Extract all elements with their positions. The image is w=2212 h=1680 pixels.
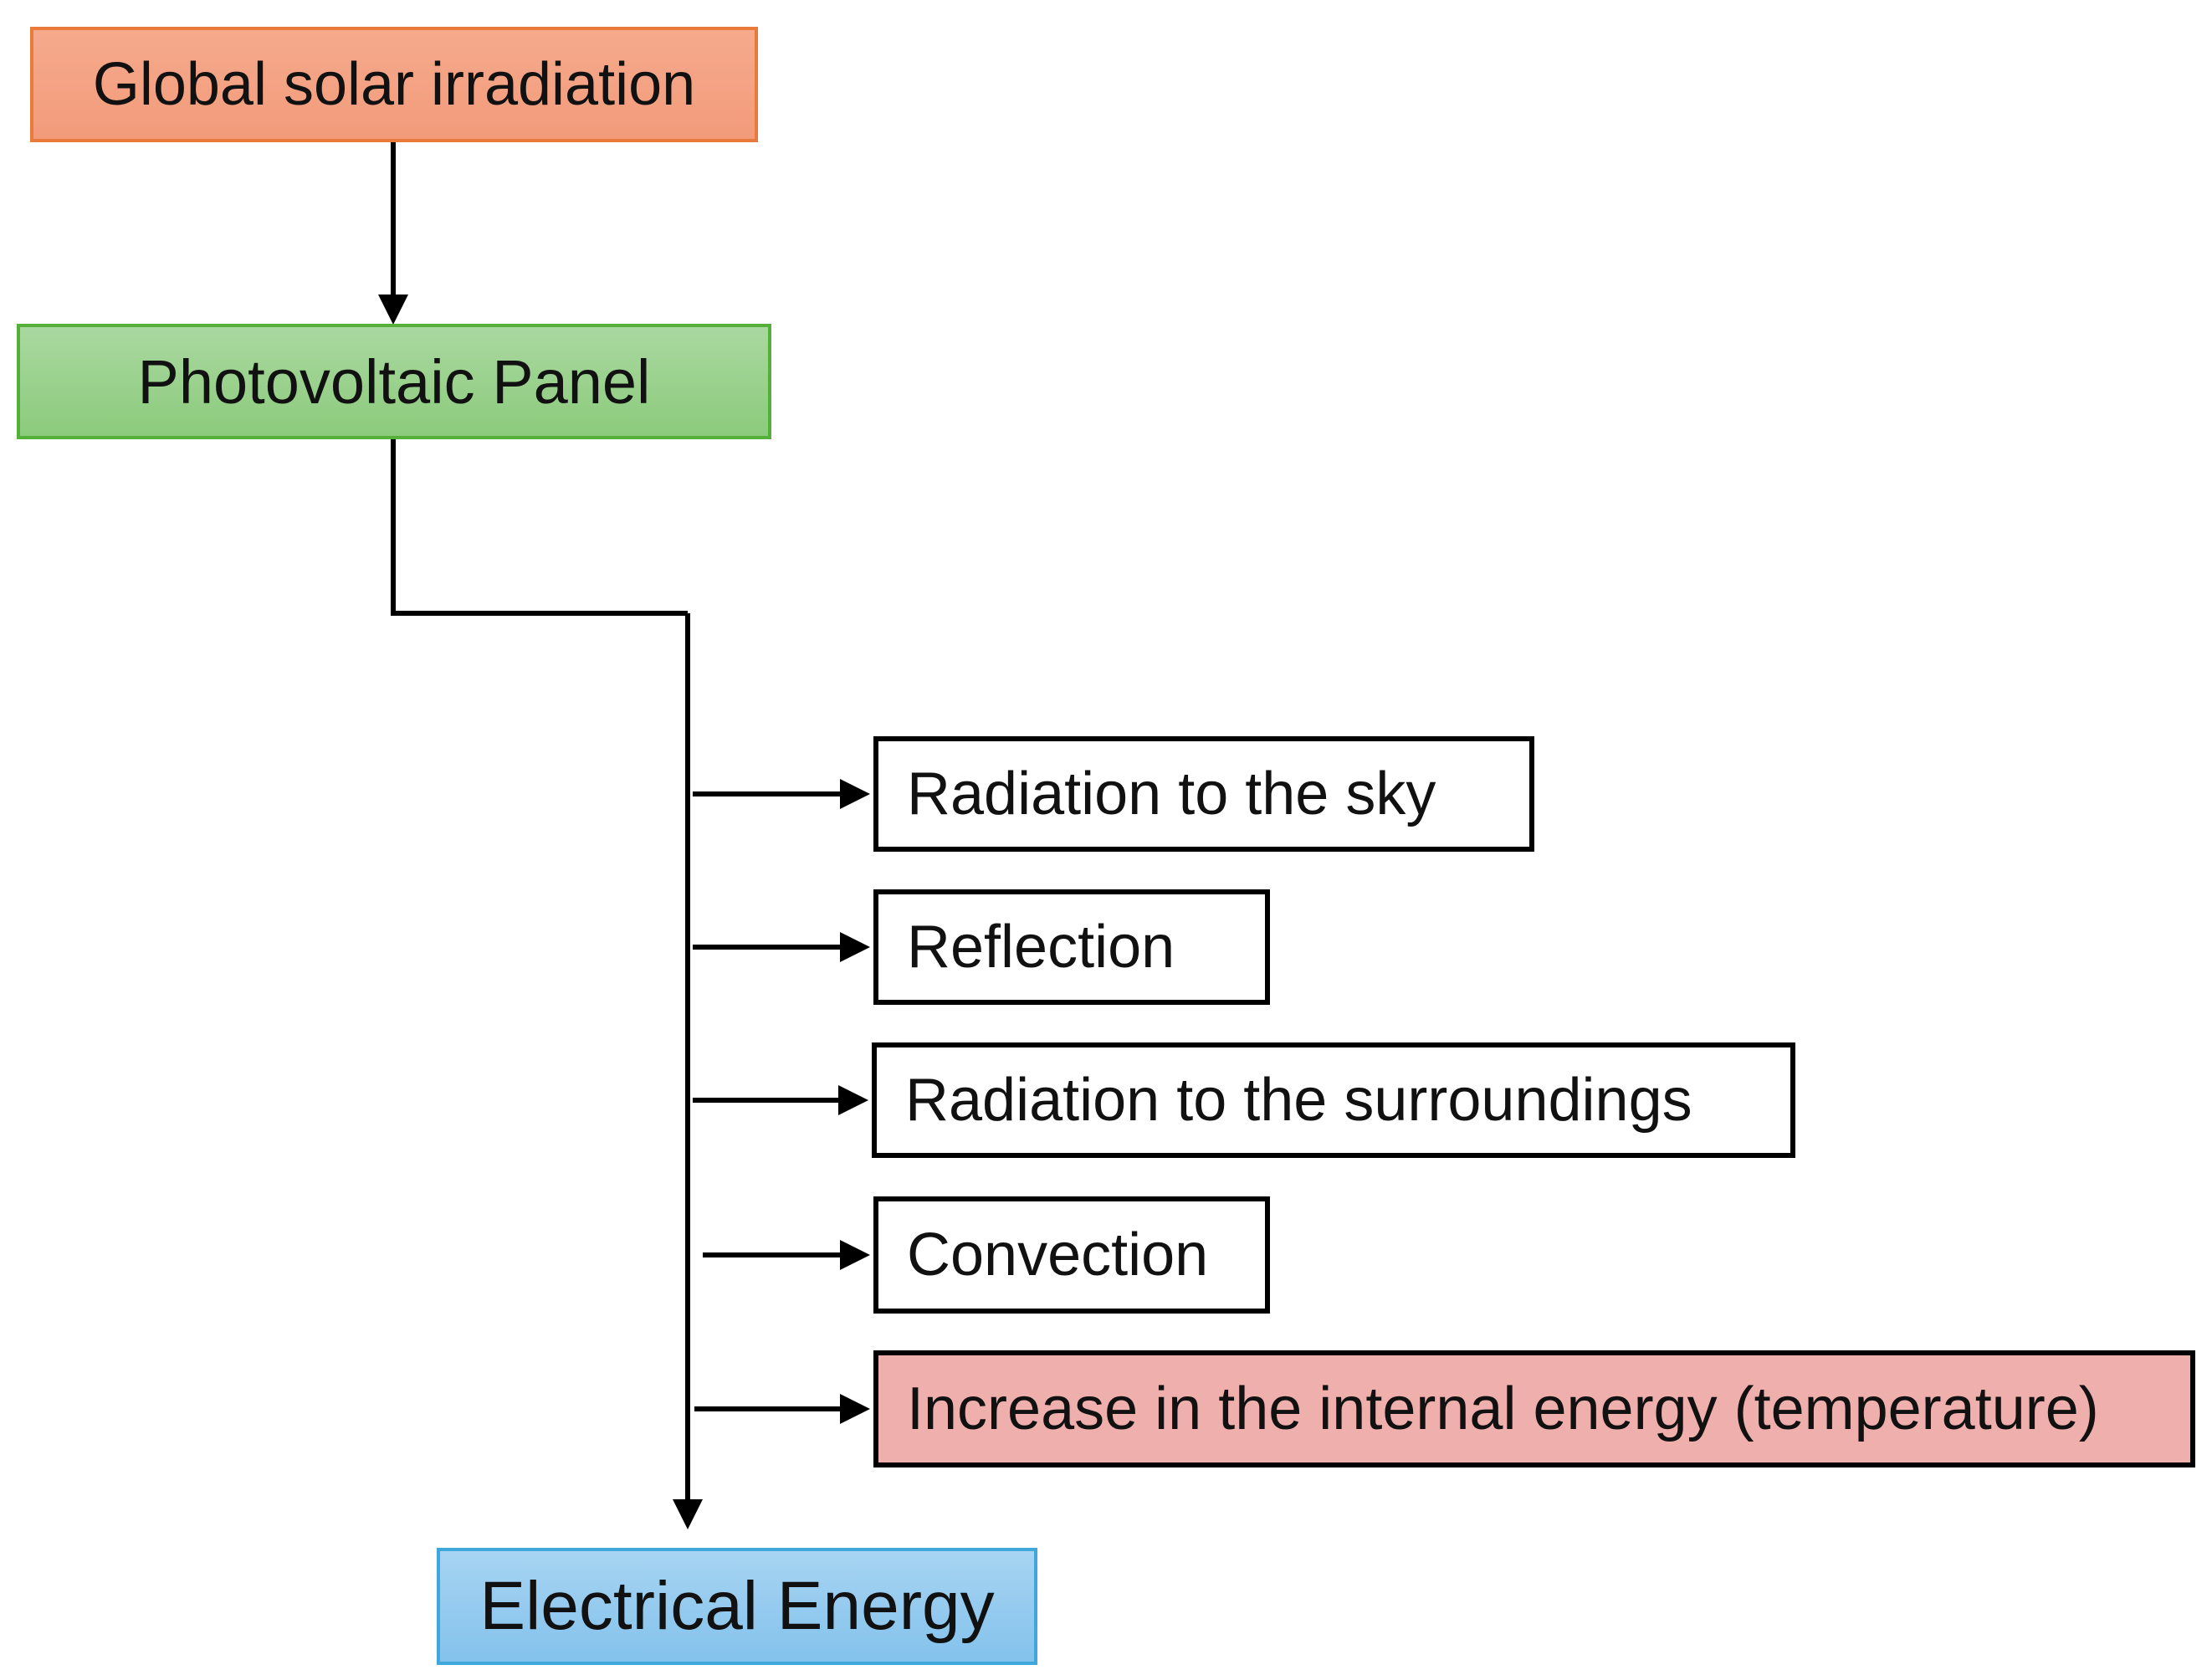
reflection-box: Reflection (873, 889, 1270, 1005)
radiation-to-sky-box: Radiation to the sky (873, 736, 1534, 852)
internal-energy-box: Increase in the internal energy (tempera… (873, 1350, 2195, 1467)
convection-box: Convection (873, 1196, 1270, 1314)
reflection-label: Reflection (907, 914, 1175, 981)
radiation-to-surroundings-label: Radiation to the surroundings (905, 1067, 1692, 1134)
radiation-to-sky-label: Radiation to the sky (907, 761, 1436, 827)
internal-energy-label: Increase in the internal energy (tempera… (907, 1375, 2099, 1442)
global-solar-irradiation-box: Global solar irradiation (30, 27, 758, 142)
electrical-energy-box: Electrical Energy (437, 1548, 1037, 1665)
radiation-to-surroundings-box: Radiation to the surroundings (872, 1042, 1795, 1158)
connector-pv-to-trunk (391, 439, 688, 616)
photovoltaic-panel-box: Photovoltaic Panel (17, 324, 771, 439)
electrical-energy-label: Electrical Energy (479, 1568, 995, 1644)
global-solar-irradiation-label: Global solar irradiation (92, 51, 696, 118)
photovoltaic-panel-label: Photovoltaic Panel (137, 346, 651, 417)
convection-label: Convection (907, 1222, 1209, 1288)
